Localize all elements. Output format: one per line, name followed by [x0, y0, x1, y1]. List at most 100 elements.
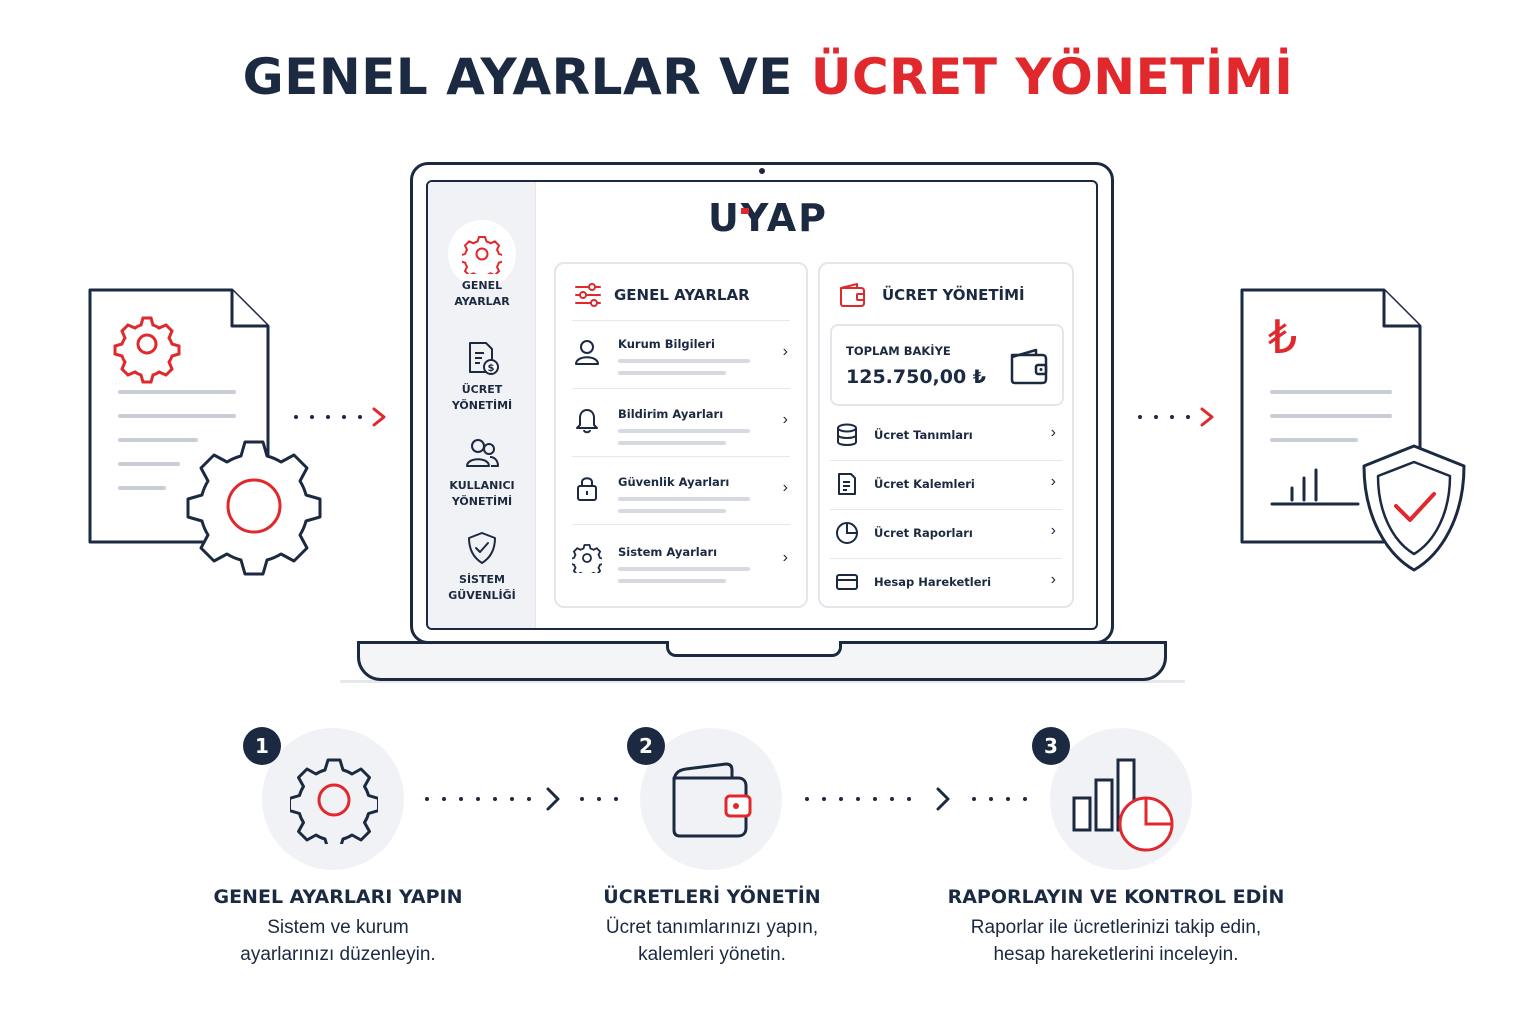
fee-management-panel: ÜCRET YÖNETİMİ TOPLAM BAKİYE 125.750,00 …	[818, 262, 1074, 608]
step-2-description: Ücret tanımlarınızı yapın, kalemleri yöne…	[560, 914, 864, 968]
gear-icon	[572, 544, 602, 573]
uyap-logo: UYAP	[708, 196, 828, 240]
users-icon	[466, 439, 499, 467]
sidebar-item-label: SİSTEM GÜVENLİĞİ	[448, 573, 516, 602]
wallet-icon	[1010, 348, 1048, 385]
settings-row-label: Sistem Ayarları	[618, 545, 718, 559]
fee-row-ucret-raporlari[interactable]: Ücret Raporları ›	[830, 509, 1062, 558]
lira-symbol: ₺	[1268, 310, 1298, 364]
settings-row-sistem-ayarlari[interactable]: Sistem Ayarları ›	[572, 524, 790, 596]
text-placeholder	[618, 579, 726, 583]
step-1-badge: 1	[243, 727, 281, 765]
settings-row-guvenlik-ayarlari[interactable]: Güvenlik Ayarları ›	[572, 456, 790, 524]
step-1-title: GENEL AYARLARI YAPIN	[213, 886, 463, 908]
fee-document-icon: $	[469, 342, 499, 375]
text-placeholder	[618, 567, 750, 571]
sidebar-item-genel-ayarlar[interactable]: GENEL AYARLAR	[428, 234, 536, 310]
sidebar-active-highlight	[448, 220, 516, 288]
laptop-shadow	[340, 680, 1185, 683]
step-3-desc-line-1: Raporlar ile ücretlerinizi takip edin,	[970, 917, 1262, 938]
flow-arrow-step-2-3	[805, 787, 1027, 811]
step-2-desc-line-1: Ücret tanımlarınızı yapın,	[605, 917, 819, 938]
step-2-badge: 2	[627, 727, 665, 765]
wallet-icon	[840, 283, 865, 307]
fee-row-label: Hesap Hareketleri	[874, 575, 992, 589]
database-icon	[837, 423, 857, 446]
step-1-description: Sistem ve kurum ayarlarınızı düzenleyin.	[188, 914, 488, 968]
fee-row-label: Ücret Tanımları	[874, 428, 973, 442]
settings-row-label: Güvenlik Ayarları	[618, 475, 730, 489]
sidebar-item-label: ÜCRET YÖNETİMİ	[451, 383, 513, 412]
page-title: GENEL AYARLAR VE ÜCRET YÖNETİMİ	[0, 48, 1536, 106]
title-part-1: GENEL AYARLAR VE	[242, 48, 811, 106]
balance-card: TOPLAM BAKİYE 125.750,00 ₺	[830, 324, 1064, 406]
fee-row-ucret-tanimlari[interactable]: Ücret Tanımları ›	[830, 412, 1062, 462]
step-1-circle	[262, 728, 404, 870]
chevron-right-icon: ›	[782, 411, 788, 428]
wallet-icon	[672, 762, 752, 838]
gear-icon	[462, 236, 502, 274]
laptop-notch	[666, 641, 842, 657]
app-window: GENEL AYARLAR $ ÜCRET YÖNETİMİ KULLANICI…	[426, 180, 1098, 630]
list-document-icon	[838, 473, 856, 495]
text-placeholder	[618, 429, 750, 433]
pie-chart-icon	[836, 522, 858, 544]
text-placeholder	[618, 509, 726, 513]
title-part-2: ÜCRET YÖNETİMİ	[810, 48, 1294, 106]
fee-panel-title: ÜCRET YÖNETİMİ	[882, 286, 1025, 304]
text-placeholder	[618, 359, 750, 363]
step-2-desc-line-2: kalemleri yönetin.	[638, 944, 786, 965]
chevron-right-icon: ›	[1050, 571, 1056, 588]
chevron-right-icon: ›	[1050, 424, 1056, 441]
card-icon	[836, 574, 858, 590]
flow-arrow-left	[294, 407, 386, 427]
chart-pie-icon	[1072, 758, 1174, 852]
lock-icon	[577, 477, 597, 501]
fee-row-label: Ücret Kalemleri	[874, 477, 975, 491]
balance-label: TOPLAM BAKİYE	[846, 344, 951, 358]
user-icon	[575, 340, 599, 365]
fee-row-ucret-kalemleri[interactable]: Ücret Kalemleri ›	[830, 460, 1062, 509]
chevron-right-icon: ›	[1050, 522, 1056, 539]
balance-value: 125.750,00 ₺	[846, 366, 987, 388]
sidebar: GENEL AYARLAR $ ÜCRET YÖNETİMİ KULLANICI…	[428, 182, 536, 628]
chevron-right-icon: ›	[1050, 473, 1056, 490]
fee-document-shield-illustration	[1240, 288, 1466, 572]
general-panel-title: GENEL AYARLAR	[614, 286, 750, 304]
sidebar-item-ucret-yonetimi[interactable]: $ ÜCRET YÖNETİMİ	[428, 338, 536, 414]
settings-row-label: Kurum Bilgileri	[618, 337, 715, 351]
text-placeholder	[618, 441, 726, 445]
sidebar-item-label: KULLANICI YÖNETİMİ	[449, 479, 515, 508]
step-1-desc-line-2: ayarlarınızı düzenleyin.	[240, 944, 436, 965]
step-3-badge: 3	[1032, 727, 1070, 765]
sidebar-item-label: GENEL AYARLAR	[454, 279, 510, 308]
logo-accent	[741, 208, 749, 214]
gear-icon	[290, 758, 378, 844]
chevron-right-icon: ›	[782, 479, 788, 496]
shield-check-icon	[468, 532, 496, 564]
sidebar-item-sistem-guvenligi[interactable]: SİSTEM GÜVENLİĞİ	[428, 528, 536, 604]
svg-text:$: $	[488, 363, 495, 374]
settings-document-illustration	[88, 288, 322, 576]
step-2-title: ÜCRETLERİ YÖNETİN	[603, 886, 821, 908]
sliders-icon	[575, 283, 601, 307]
step-3-title: RAPORLAYIN VE KONTROL EDİN	[947, 886, 1285, 908]
fee-row-hesap-hareketleri[interactable]: Hesap Hareketleri ›	[830, 558, 1062, 607]
step-3-desc-line-2: hesap hareketlerini inceleyin.	[993, 944, 1239, 965]
step-3-description: Raporlar ile ücretlerinizi takip edin, he…	[940, 914, 1292, 968]
laptop-camera	[759, 168, 765, 174]
chevron-right-icon: ›	[782, 549, 788, 566]
text-placeholder	[618, 371, 726, 375]
bell-icon	[576, 409, 598, 434]
fee-row-label: Ücret Raporları	[874, 526, 973, 540]
chevron-right-icon: ›	[782, 343, 788, 360]
settings-row-kurum-bilgileri[interactable]: Kurum Bilgileri ›	[572, 320, 790, 388]
text-placeholder	[618, 497, 750, 501]
flow-arrow-right	[1138, 407, 1214, 427]
settings-row-label: Bildirim Ayarları	[618, 407, 724, 421]
settings-row-bildirim-ayarlari[interactable]: Bildirim Ayarları ›	[572, 388, 790, 456]
sidebar-item-kullanici-yonetimi[interactable]: KULLANICI YÖNETİMİ	[428, 434, 536, 510]
flow-arrow-step-1-2	[425, 787, 618, 811]
step-1-desc-line-1: Sistem ve kurum	[267, 917, 409, 938]
general-settings-panel: GENEL AYARLAR Kurum Bilgileri › Bildirim…	[554, 262, 808, 608]
